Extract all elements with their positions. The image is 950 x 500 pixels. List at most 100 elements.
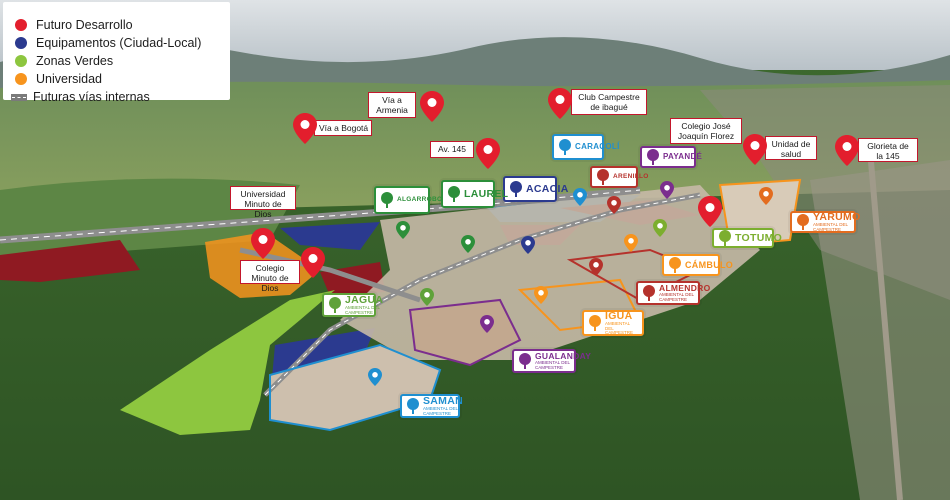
location-pin-icon[interactable] xyxy=(301,247,325,278)
town-right xyxy=(810,160,950,500)
development-pin-icon[interactable] xyxy=(420,288,434,306)
badge-name: CARACOLÍ xyxy=(575,142,620,151)
mountains xyxy=(0,37,950,95)
road-swatch-icon xyxy=(11,93,27,101)
badge-name: ACACIA xyxy=(526,182,569,195)
zone-verde xyxy=(120,290,335,435)
tree-icon xyxy=(407,398,419,414)
development-pin-icon[interactable] xyxy=(624,234,638,252)
blue-dot-icon xyxy=(15,37,27,49)
zone-futuro-desarrollo xyxy=(0,240,140,282)
badge-name: LAUREL xyxy=(464,187,509,200)
location-pin-icon[interactable] xyxy=(698,196,722,227)
badge-name: TOTUMO xyxy=(735,231,783,244)
location-pin-icon[interactable] xyxy=(548,88,572,119)
tree-icon xyxy=(381,192,393,208)
badge-name: IGUÁ xyxy=(605,309,633,322)
tree-icon xyxy=(559,139,571,155)
legend-item-universidad: Universidad xyxy=(15,70,102,88)
location-pin-icon[interactable] xyxy=(251,228,275,259)
internal-road-dash xyxy=(264,194,701,396)
badge-totumo[interactable]: TOTUMO xyxy=(712,228,782,248)
development-pin-icon[interactable] xyxy=(368,368,382,386)
badge-subtitle: AMBIENTAL DEL CAMPESTRE xyxy=(535,360,570,370)
tree-icon xyxy=(643,285,655,301)
badge-name: YARUMO xyxy=(813,210,861,223)
development-pin-icon[interactable] xyxy=(660,181,674,199)
legend-label: Zonas Verdes xyxy=(36,54,114,68)
outline-gualanday xyxy=(408,298,522,367)
development-pin-icon[interactable] xyxy=(607,196,621,214)
badge-name: CÁMBULO xyxy=(685,259,734,270)
location-pin-icon[interactable] xyxy=(835,135,859,166)
development-pin-icon[interactable] xyxy=(534,286,548,304)
legend-label: Universidad xyxy=(36,72,103,86)
location-pin-icon[interactable] xyxy=(420,91,444,122)
development-pin-icon[interactable] xyxy=(653,219,667,237)
red-dot-icon xyxy=(15,19,27,31)
development-pin-icon[interactable] xyxy=(589,258,603,276)
development-pin-icon[interactable] xyxy=(573,188,587,206)
badge-acacia[interactable]: ACACIA xyxy=(503,176,568,202)
buildings-gualanday xyxy=(410,300,520,365)
location-pin-icon[interactable] xyxy=(743,134,767,165)
badge-subtitle: AMBIENTAL DEL CAMPESTRE xyxy=(345,305,380,315)
location-pin-icon[interactable] xyxy=(293,113,317,144)
badge-caracoli[interactable]: CARACOLÍ xyxy=(552,134,619,160)
outline-yarumo xyxy=(718,178,802,247)
callout-colegio-jose: Colegio José Joaquín Florez xyxy=(670,118,742,144)
cross-road xyxy=(239,247,421,303)
tree-icon xyxy=(669,257,681,273)
badge-arenillo[interactable]: ARENILLO xyxy=(590,166,648,188)
badge-name: ARENILLO xyxy=(613,172,649,180)
badge-name: ALMENDRO xyxy=(659,282,711,293)
legend-label: Futuro Desarrollo xyxy=(36,18,133,32)
development-pin-icon[interactable] xyxy=(480,315,494,333)
legend-item-zonas-verdes: Zonas Verdes xyxy=(15,52,113,70)
tree-icon xyxy=(589,315,601,331)
tree-icon xyxy=(719,230,731,246)
green-dot-icon xyxy=(15,55,27,67)
legend-item-equipamentos: Equipamentos (Ciudad-Local) xyxy=(15,34,201,52)
callout-club-campestre: Club Campestre de ibagué xyxy=(571,89,647,115)
badge-laurel[interactable]: LAUREL xyxy=(441,180,508,208)
development-pin-icon[interactable] xyxy=(461,235,475,253)
callout-glorieta: Glorieta de la 145 xyxy=(858,138,918,162)
development-pin-icon[interactable] xyxy=(396,221,410,239)
badge-name: ALGARROBO xyxy=(397,195,443,203)
badge-payande[interactable]: PAYANDÉ xyxy=(640,146,702,168)
badge-subtitle: AMBIENTAL DEL CAMPESTRE xyxy=(605,321,634,335)
badge-cambulo[interactable]: CÁMBULO xyxy=(662,254,733,276)
callout-via-bogota: Vía a Bogotá xyxy=(314,120,372,136)
legend: Futuro Desarrollo Equipamentos (Ciudad-L… xyxy=(3,2,230,104)
badge-algarrobo[interactable]: ALGARROBO xyxy=(374,186,442,214)
tree-icon xyxy=(448,186,460,202)
badge-name: GUALANDAY xyxy=(535,350,592,361)
avenue-right xyxy=(867,149,903,500)
tree-icon xyxy=(510,181,522,197)
callout-unidad-salud: Unidad de salud xyxy=(765,136,817,160)
tree-icon xyxy=(597,169,609,185)
zone-equipamento xyxy=(280,222,380,250)
badge-subtitle: AMBIENTAL DEL CAMPESTRE xyxy=(423,406,458,416)
badge-name: JAGUA xyxy=(345,293,384,306)
location-pin-icon[interactable] xyxy=(476,138,500,169)
badge-name: PAYANDÉ xyxy=(663,152,703,161)
callout-colegio-minuto: Colegio Minuto de Dios xyxy=(240,260,300,293)
orange-dot-icon xyxy=(15,73,27,85)
callout-via-armenia: Vía a Armenia xyxy=(368,92,416,118)
legend-item-vias: Futuras vías internas xyxy=(11,88,150,106)
development-pin-icon[interactable] xyxy=(521,236,535,254)
development-pin-icon[interactable] xyxy=(759,187,773,205)
legend-item-futuro: Futuro Desarrollo xyxy=(15,16,133,34)
badge-name: SAMÁN xyxy=(423,394,463,407)
callout-av-145: Av. 145 xyxy=(430,141,474,158)
tree-icon xyxy=(519,353,531,369)
